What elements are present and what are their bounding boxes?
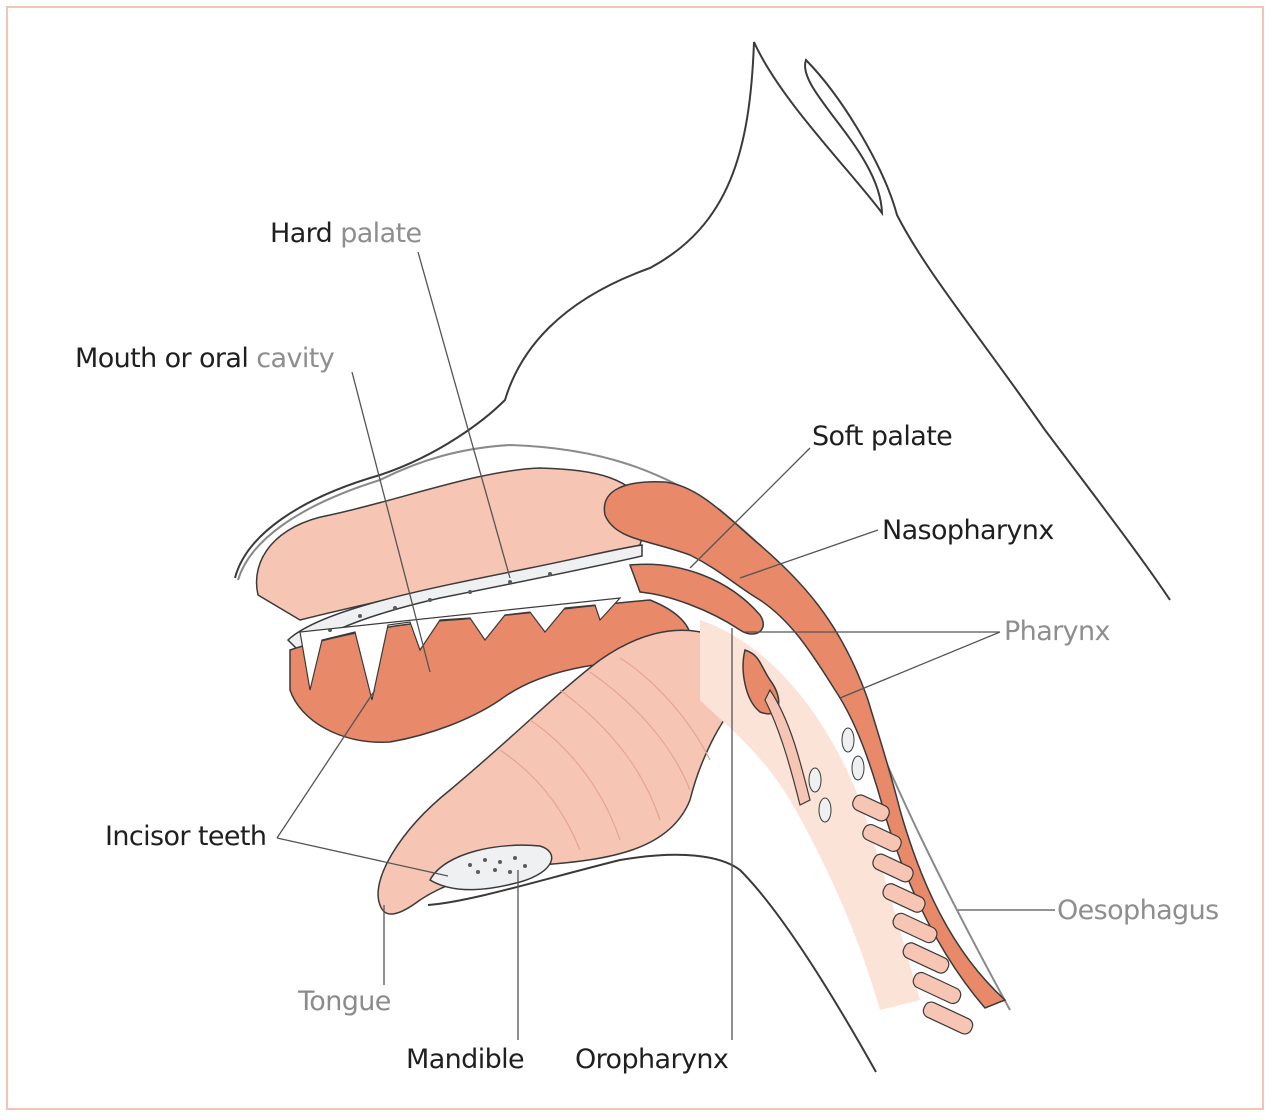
upper-muzzle <box>257 468 650 620</box>
label-soft-palate: Soft palate <box>812 423 952 450</box>
label-hard-palate-part1: Hard <box>270 218 332 249</box>
label-mouth-oral-cavity: Mouth or oral cavity <box>75 345 334 372</box>
label-hard-palate-part2: palate <box>340 218 421 249</box>
label-tongue: Tongue <box>298 988 391 1015</box>
label-oesophagus: Oesophagus <box>1057 897 1219 924</box>
label-oropharynx: Oropharynx <box>575 1046 728 1073</box>
label-mouth-part1: Mouth or oral <box>75 343 248 374</box>
label-nasopharynx: Nasopharynx <box>882 517 1054 544</box>
label-incisor-teeth: Incisor teeth <box>105 823 266 850</box>
label-mouth-part2: cavity <box>256 343 334 374</box>
label-hard-palate: Hard palate <box>270 220 422 247</box>
label-pharynx: Pharynx <box>1004 618 1110 645</box>
label-mandible: Mandible <box>406 1046 524 1073</box>
